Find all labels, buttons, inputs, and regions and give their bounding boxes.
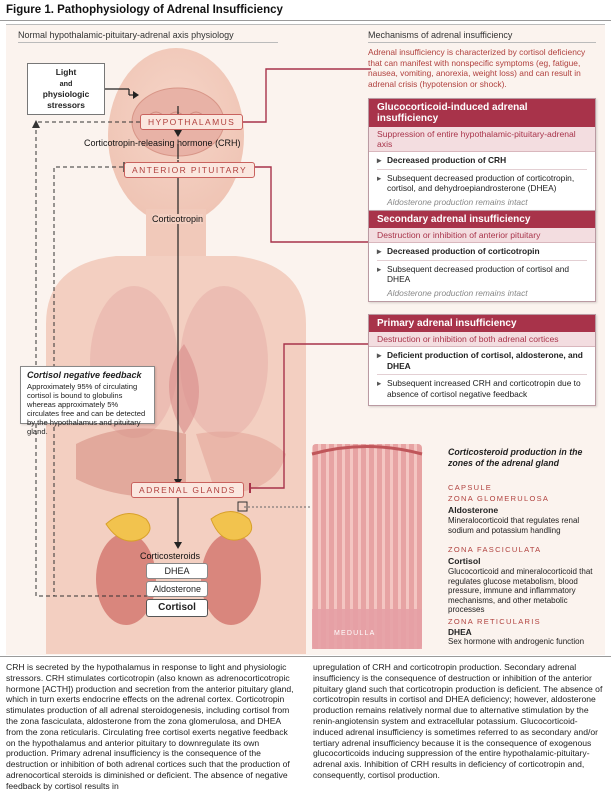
feedback-text: Approximately 95% of circulating cortiso…: [27, 382, 146, 436]
mechanism-point: Subsequent decreased production of corti…: [377, 264, 587, 285]
aldosterone-box: Aldosterone: [146, 581, 208, 597]
adrenal-glands-label: ADRENAL GLANDS: [131, 482, 244, 498]
hypothalamus-label: HYPOTHALAMUS: [140, 114, 244, 130]
right-heading-rule: [368, 42, 596, 43]
feedback-box: Cortisol negative feedback Approximately…: [20, 366, 155, 436]
zones-title: Corticosteroid production in the zones o…: [448, 447, 583, 468]
zone-fasciculata-desc: Glucocorticoid and mineralocorticoid tha…: [448, 567, 593, 614]
mechanism-note: Aldosterone production remains intact: [387, 196, 528, 207]
feedback-title: Cortisol negative feedback: [27, 370, 142, 380]
right-adrenal-shape: [210, 511, 253, 541]
body-text-left: CRH is secreted by the hypothalamus in r…: [6, 662, 294, 791]
left-adrenal-shape: [105, 513, 151, 542]
dhea-box: DHEA: [146, 563, 208, 579]
mechanism-point: Decreased production of CRH: [377, 155, 587, 166]
zone-glomerulosa-label: ZONA GLOMERULOSA: [448, 494, 550, 503]
stimulus-box: Light and physiologic stressors: [27, 63, 105, 115]
right-heading: Mechanisms of adrenal insufficiency: [368, 30, 513, 40]
zone-fasciculata-hormone: Cortisol: [448, 556, 481, 566]
figure-title: Figure 1. Pathophysiology of Adrenal Ins…: [6, 4, 283, 16]
heart-shape: [169, 344, 199, 434]
adrenal-cross-section: [311, 444, 423, 649]
right-lung-shape: [180, 286, 268, 438]
zone-glomerulosa-hormone: Aldosterone: [448, 505, 499, 515]
left-kidney-shape: [96, 533, 156, 625]
stimulus-arrow: [105, 88, 139, 99]
stimulus-line-2: and: [59, 79, 73, 88]
medulla-label: MEDULLA: [334, 630, 376, 637]
corticotropin-label: Corticotropin: [152, 214, 204, 224]
intro-text: Adrenal insufficiency is characterized b…: [368, 47, 586, 89]
zone-reticularis-hormone: DHEA: [448, 627, 472, 637]
divider: [377, 259, 587, 261]
zone-capsule-label: CAPSULE: [448, 483, 493, 492]
stimulus-line-1: Light: [55, 67, 77, 77]
mechanism-note: Aldosterone production remains intact: [387, 287, 528, 298]
stimulus-line-3: physiologic stressors: [42, 89, 90, 110]
mechanism-title: Glucocorticoid-induced adrenal insuffici…: [369, 99, 595, 127]
divider: [377, 374, 587, 375]
mechanism-point: Decreased production of corticotropin: [377, 246, 587, 257]
mechanism-primary: Primary adrenal insufficiency Destructio…: [368, 314, 596, 406]
body-text-right: upregulation of CRH and corticotropin pr…: [313, 662, 603, 780]
mechanism-subtitle: Destruction or inhibition of both adrena…: [369, 332, 595, 347]
right-kidney-shape: [201, 533, 261, 625]
left-heading-rule: [18, 42, 278, 43]
title-divider: [0, 20, 611, 21]
mechanism-title: Primary adrenal insufficiency: [369, 315, 595, 332]
left-heading: Normal hypothalamic-pituitary-adrenal ax…: [18, 30, 234, 40]
mechanism-title: Secondary adrenal insufficiency: [369, 211, 595, 228]
mechanism-point: Subsequent increased CRH and corticotrop…: [377, 378, 587, 399]
mechanism-point: Subsequent decreased production of corti…: [377, 173, 587, 194]
mechanism-subtitle: Destruction or inhibition of anterior pi…: [369, 228, 595, 243]
divider: [377, 168, 587, 170]
liver-shape: [76, 428, 186, 497]
crh-label: Corticotropin-releasing hormone (CRH): [84, 138, 241, 148]
zone-fasciculata-label: ZONA FASCICULATA: [448, 545, 542, 554]
stomach-shape: [196, 431, 286, 494]
pituitary-label: ANTERIOR PITUITARY: [124, 162, 256, 178]
zone-glomerulosa-desc: Mineralocorticoid that regulates renal s…: [448, 516, 580, 535]
zone-reticularis-label: ZONA RETICULARIS: [448, 617, 541, 626]
bottom-divider: [0, 656, 611, 657]
mechanism-point: Deficient production of cortisol, aldost…: [377, 350, 587, 371]
zone-reticularis-desc: Sex hormone with androgenic function: [448, 637, 585, 646]
mechanism-glucocorticoid: Glucocorticoid-induced adrenal insuffici…: [368, 98, 596, 211]
cortisol-box: Cortisol: [146, 599, 208, 617]
corticosteroids-label: Corticosteroids: [140, 551, 201, 561]
mechanism-subtitle: Suppression of entire hypothalamic-pitui…: [369, 127, 595, 152]
mechanism-secondary: Secondary adrenal insufficiency Destruct…: [368, 210, 596, 302]
